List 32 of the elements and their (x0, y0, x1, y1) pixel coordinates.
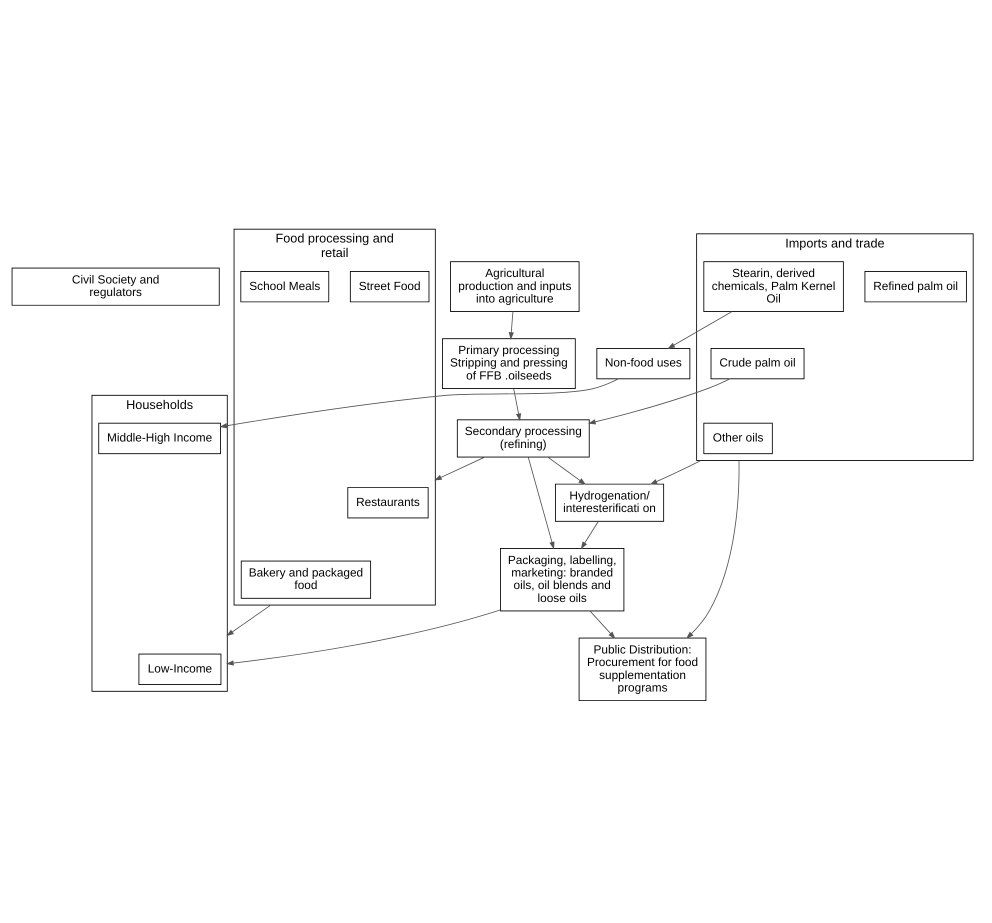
arrow (590, 610, 616, 639)
node-box: Street Food (350, 271, 430, 302)
node-box: Low-Income (138, 654, 222, 685)
arrow (547, 456, 586, 485)
arrow (513, 388, 522, 422)
node-box: Primary processing Stripping and pressing of FFB .oilseeds (442, 338, 576, 389)
arrow (580, 520, 599, 550)
node-box: Crude palm oil (710, 348, 804, 380)
arrow (226, 604, 272, 636)
node-box: Bakery and packaged food (240, 560, 372, 599)
arrow (434, 456, 486, 481)
node-box: Agricultural production and inputs into agriculture (450, 261, 580, 312)
node-box: Hydrogenation/ interesterificati on (554, 484, 664, 522)
arrow (226, 609, 501, 666)
node-box: Secondary processing (refining) (456, 419, 590, 458)
arrow (588, 378, 730, 424)
node-box: Packaging, labelling, marketing: branded oils, oil blends and loose oils (500, 548, 624, 612)
node-box: Stearin, derived chemicals, Palm Kernel Oil (703, 261, 844, 312)
node-box: Middle-High Income (98, 422, 221, 454)
node-box: Civil Society and regulators (12, 268, 220, 306)
arrow (650, 460, 702, 485)
node-box: Other oils (703, 422, 773, 454)
node-box: Non-food uses (596, 348, 690, 380)
node-box: Refined palm oil (864, 271, 967, 302)
arrow (219, 378, 619, 428)
arrow (667, 311, 732, 349)
node-box: School Meals (240, 271, 330, 302)
arrow (528, 456, 554, 550)
arrow (508, 311, 514, 340)
arrow (686, 460, 740, 639)
node-box: Restaurants (347, 487, 429, 518)
node-box: Public Distribution: Procurement for food supplementation programs (578, 638, 706, 702)
